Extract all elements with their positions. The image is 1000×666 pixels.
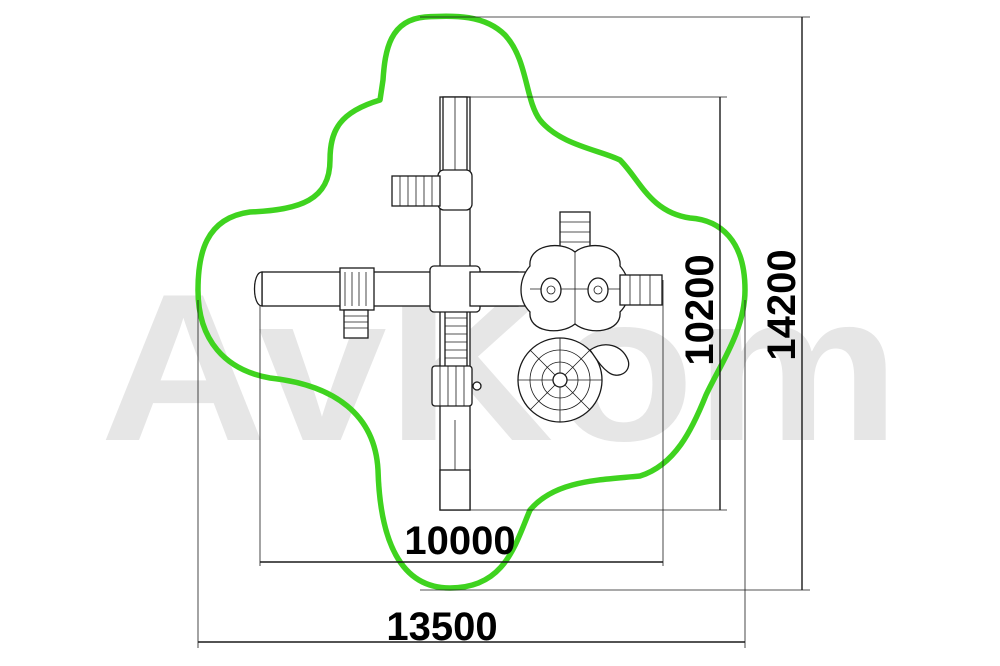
safety-zone-outline	[195, 13, 748, 591]
south-tower-box	[431, 365, 482, 407]
playground-structure	[253, 96, 663, 511]
dimension-inner-width: 10000	[259, 280, 664, 566]
inner-width-label: 10000	[404, 519, 515, 563]
east-tower	[520, 211, 663, 332]
dimension-inner-height: 10200	[455, 96, 727, 511]
west-ladder	[391, 175, 441, 207]
dimension-outer-height: 14200	[420, 16, 810, 591]
outer-height-label: 14200	[760, 249, 804, 360]
inner-height-label: 10200	[678, 254, 722, 365]
dimension-outer-width: 13500	[197, 300, 746, 649]
spiral-slide	[517, 337, 630, 423]
horizontal-walkway	[253, 265, 531, 339]
outer-width-label: 13500	[386, 605, 497, 649]
